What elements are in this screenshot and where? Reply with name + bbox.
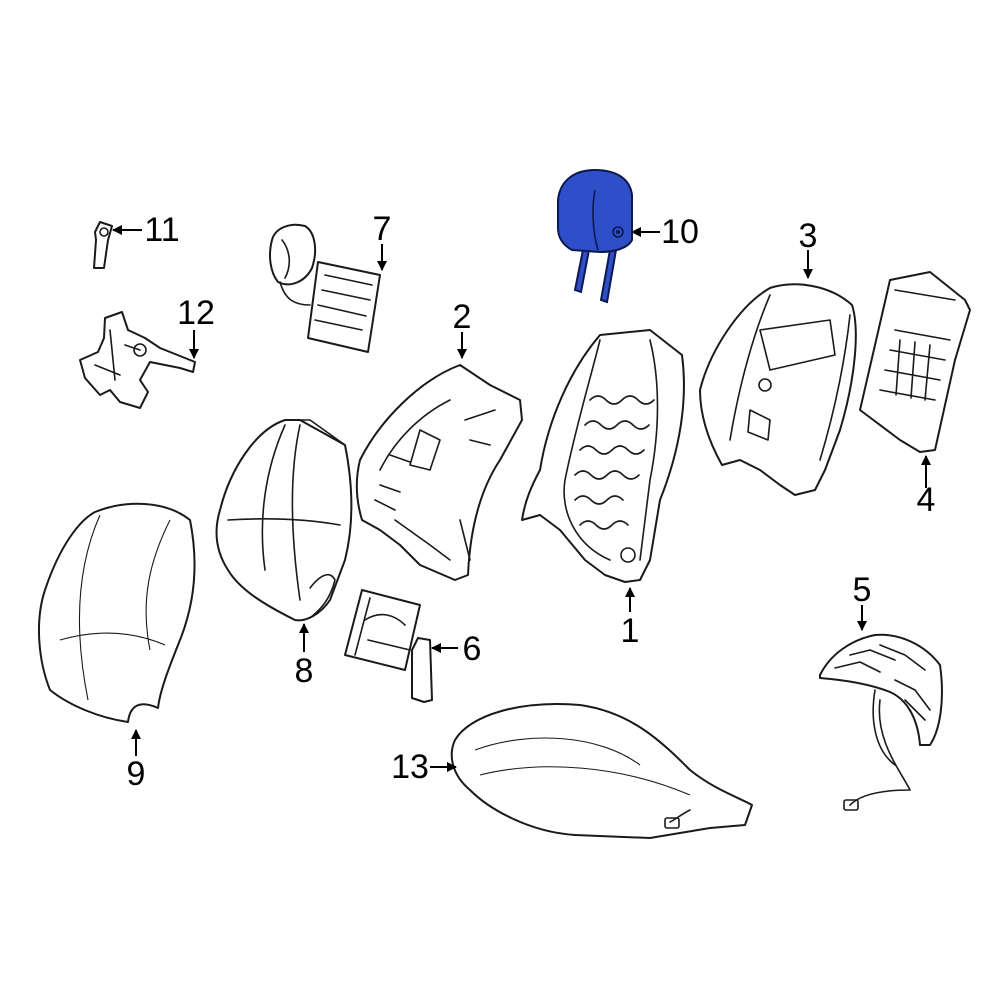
part-5-heating-mat[interactable] <box>819 633 943 811</box>
callout-label-4: 4 <box>917 481 936 519</box>
callout-label-10: 10 <box>661 213 699 251</box>
callout-label-5: 5 <box>853 571 872 609</box>
part-13-cushion-cover[interactable] <box>450 703 753 839</box>
part-1-backrest-frame-springs[interactable] <box>521 329 685 583</box>
callout-label-8: 8 <box>295 652 314 690</box>
callout-label-1: 1 <box>621 612 640 650</box>
callout-label-12: 12 <box>177 294 215 332</box>
callout-lines <box>112 225 931 772</box>
callout-label-3: 3 <box>799 217 818 255</box>
callout-label-7: 7 <box>373 210 392 248</box>
callout-label-13: 13 <box>391 748 429 786</box>
callout-labels: 1 2 3 4 5 6 7 8 9 10 11 12 13 <box>127 210 936 793</box>
callout-label-2: 2 <box>453 298 472 336</box>
part-8-backrest-pad[interactable] <box>215 419 353 622</box>
part-6-module[interactable] <box>344 589 433 703</box>
part-12-bracket[interactable] <box>79 311 196 409</box>
part-10-headrest[interactable] <box>557 168 633 304</box>
part-9-backrest-cover[interactable] <box>38 502 196 723</box>
part-7-lumbar-support[interactable] <box>269 223 381 353</box>
part-2-backrest-frame[interactable] <box>355 364 523 581</box>
part-4-rear-panel[interactable] <box>859 271 971 453</box>
part-3-backrest-shell[interactable] <box>699 283 857 496</box>
callout-label-6: 6 <box>463 630 482 668</box>
part-11-adjuster[interactable] <box>93 221 113 269</box>
callout-label-11: 11 <box>144 211 179 249</box>
callout-label-9: 9 <box>127 755 146 793</box>
